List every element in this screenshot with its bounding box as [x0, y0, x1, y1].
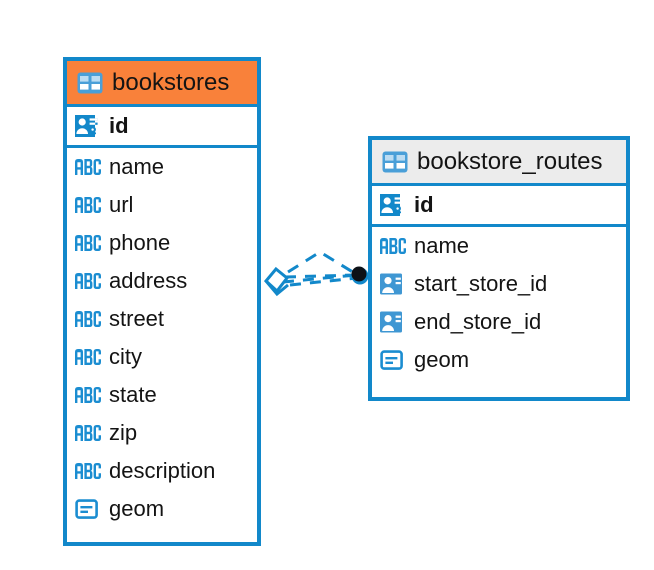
- field-row-start-store-id[interactable]: start_store_id: [372, 265, 626, 303]
- foreign-key-icon: [380, 273, 402, 295]
- text-type-icon: [75, 311, 101, 327]
- text-type-icon: [380, 238, 406, 254]
- entity-bookstores[interactable]: bookstores: [63, 57, 261, 546]
- geometry-type-icon: [75, 499, 98, 519]
- field-row-zip[interactable]: zip: [67, 414, 257, 452]
- filled-circle-marker: [351, 266, 369, 285]
- field-label: id: [109, 113, 129, 138]
- field-row-name[interactable]: name: [372, 227, 626, 265]
- text-type-icon: [75, 197, 101, 213]
- field-list-bookstores: name url: [67, 148, 257, 528]
- field-row-id[interactable]: id: [67, 107, 257, 145]
- entity-title: bookstore_routes: [417, 147, 603, 175]
- text-type-icon: [75, 387, 101, 403]
- primary-key-icon: [75, 115, 98, 137]
- relationship-line-arc: [287, 250, 357, 276]
- table-icon: [382, 151, 408, 172]
- entity-bookstore-routes[interactable]: bookstore_routes id: [368, 136, 630, 401]
- primary-key-section: id: [372, 186, 626, 227]
- field-label: address: [109, 268, 188, 293]
- field-row-description[interactable]: description: [67, 452, 257, 490]
- field-row-name[interactable]: name: [67, 148, 257, 186]
- field-row-geom[interactable]: geom: [372, 341, 626, 379]
- primary-key-icon: [380, 194, 403, 216]
- relationship-line-lower: [289, 276, 358, 287]
- field-label: url: [109, 192, 134, 217]
- foreign-key-icon: [380, 311, 402, 333]
- field-row-end-store-id[interactable]: end_store_id: [372, 303, 626, 341]
- text-type-icon: [75, 349, 101, 365]
- field-label: name: [414, 233, 470, 258]
- field-row-phone[interactable]: phone: [67, 224, 257, 262]
- field-row-address[interactable]: address: [67, 262, 257, 300]
- table-icon: [77, 72, 103, 93]
- geometry-type-icon: [380, 350, 403, 370]
- field-row-id[interactable]: id: [372, 186, 626, 224]
- field-label: zip: [109, 420, 138, 445]
- field-label: end_store_id: [414, 309, 542, 334]
- field-row-street[interactable]: street: [67, 300, 257, 338]
- text-type-icon: [75, 159, 101, 175]
- field-label: start_store_id: [414, 271, 548, 296]
- field-row-city[interactable]: city: [67, 338, 257, 376]
- entity-title: bookstores: [112, 68, 230, 96]
- entity-header-bookstore-routes[interactable]: bookstore_routes: [372, 140, 626, 186]
- field-label: geom: [109, 496, 165, 521]
- field-list-bookstore-routes: name start_store_id: [372, 227, 626, 379]
- field-label: state: [109, 382, 157, 407]
- field-label: city: [109, 344, 142, 369]
- field-label: phone: [109, 230, 171, 255]
- field-label: street: [109, 306, 165, 331]
- text-type-icon: [75, 463, 101, 479]
- relationship-line-upper: [284, 273, 357, 279]
- field-label: description: [109, 458, 216, 483]
- crows-foot-diamond-marker: [263, 266, 290, 297]
- relationship-line-middle: [282, 273, 357, 284]
- field-row-url[interactable]: url: [67, 186, 257, 224]
- text-type-icon: [75, 425, 101, 441]
- primary-key-section: id: [67, 107, 257, 148]
- field-label: id: [414, 192, 434, 217]
- field-row-state[interactable]: state: [67, 376, 257, 414]
- text-type-icon: [75, 235, 101, 251]
- field-label: geom: [414, 347, 470, 372]
- field-row-geom[interactable]: geom: [67, 490, 257, 528]
- field-label: name: [109, 154, 165, 179]
- entity-header-bookstores[interactable]: bookstores: [67, 61, 257, 107]
- text-type-icon: [75, 273, 101, 289]
